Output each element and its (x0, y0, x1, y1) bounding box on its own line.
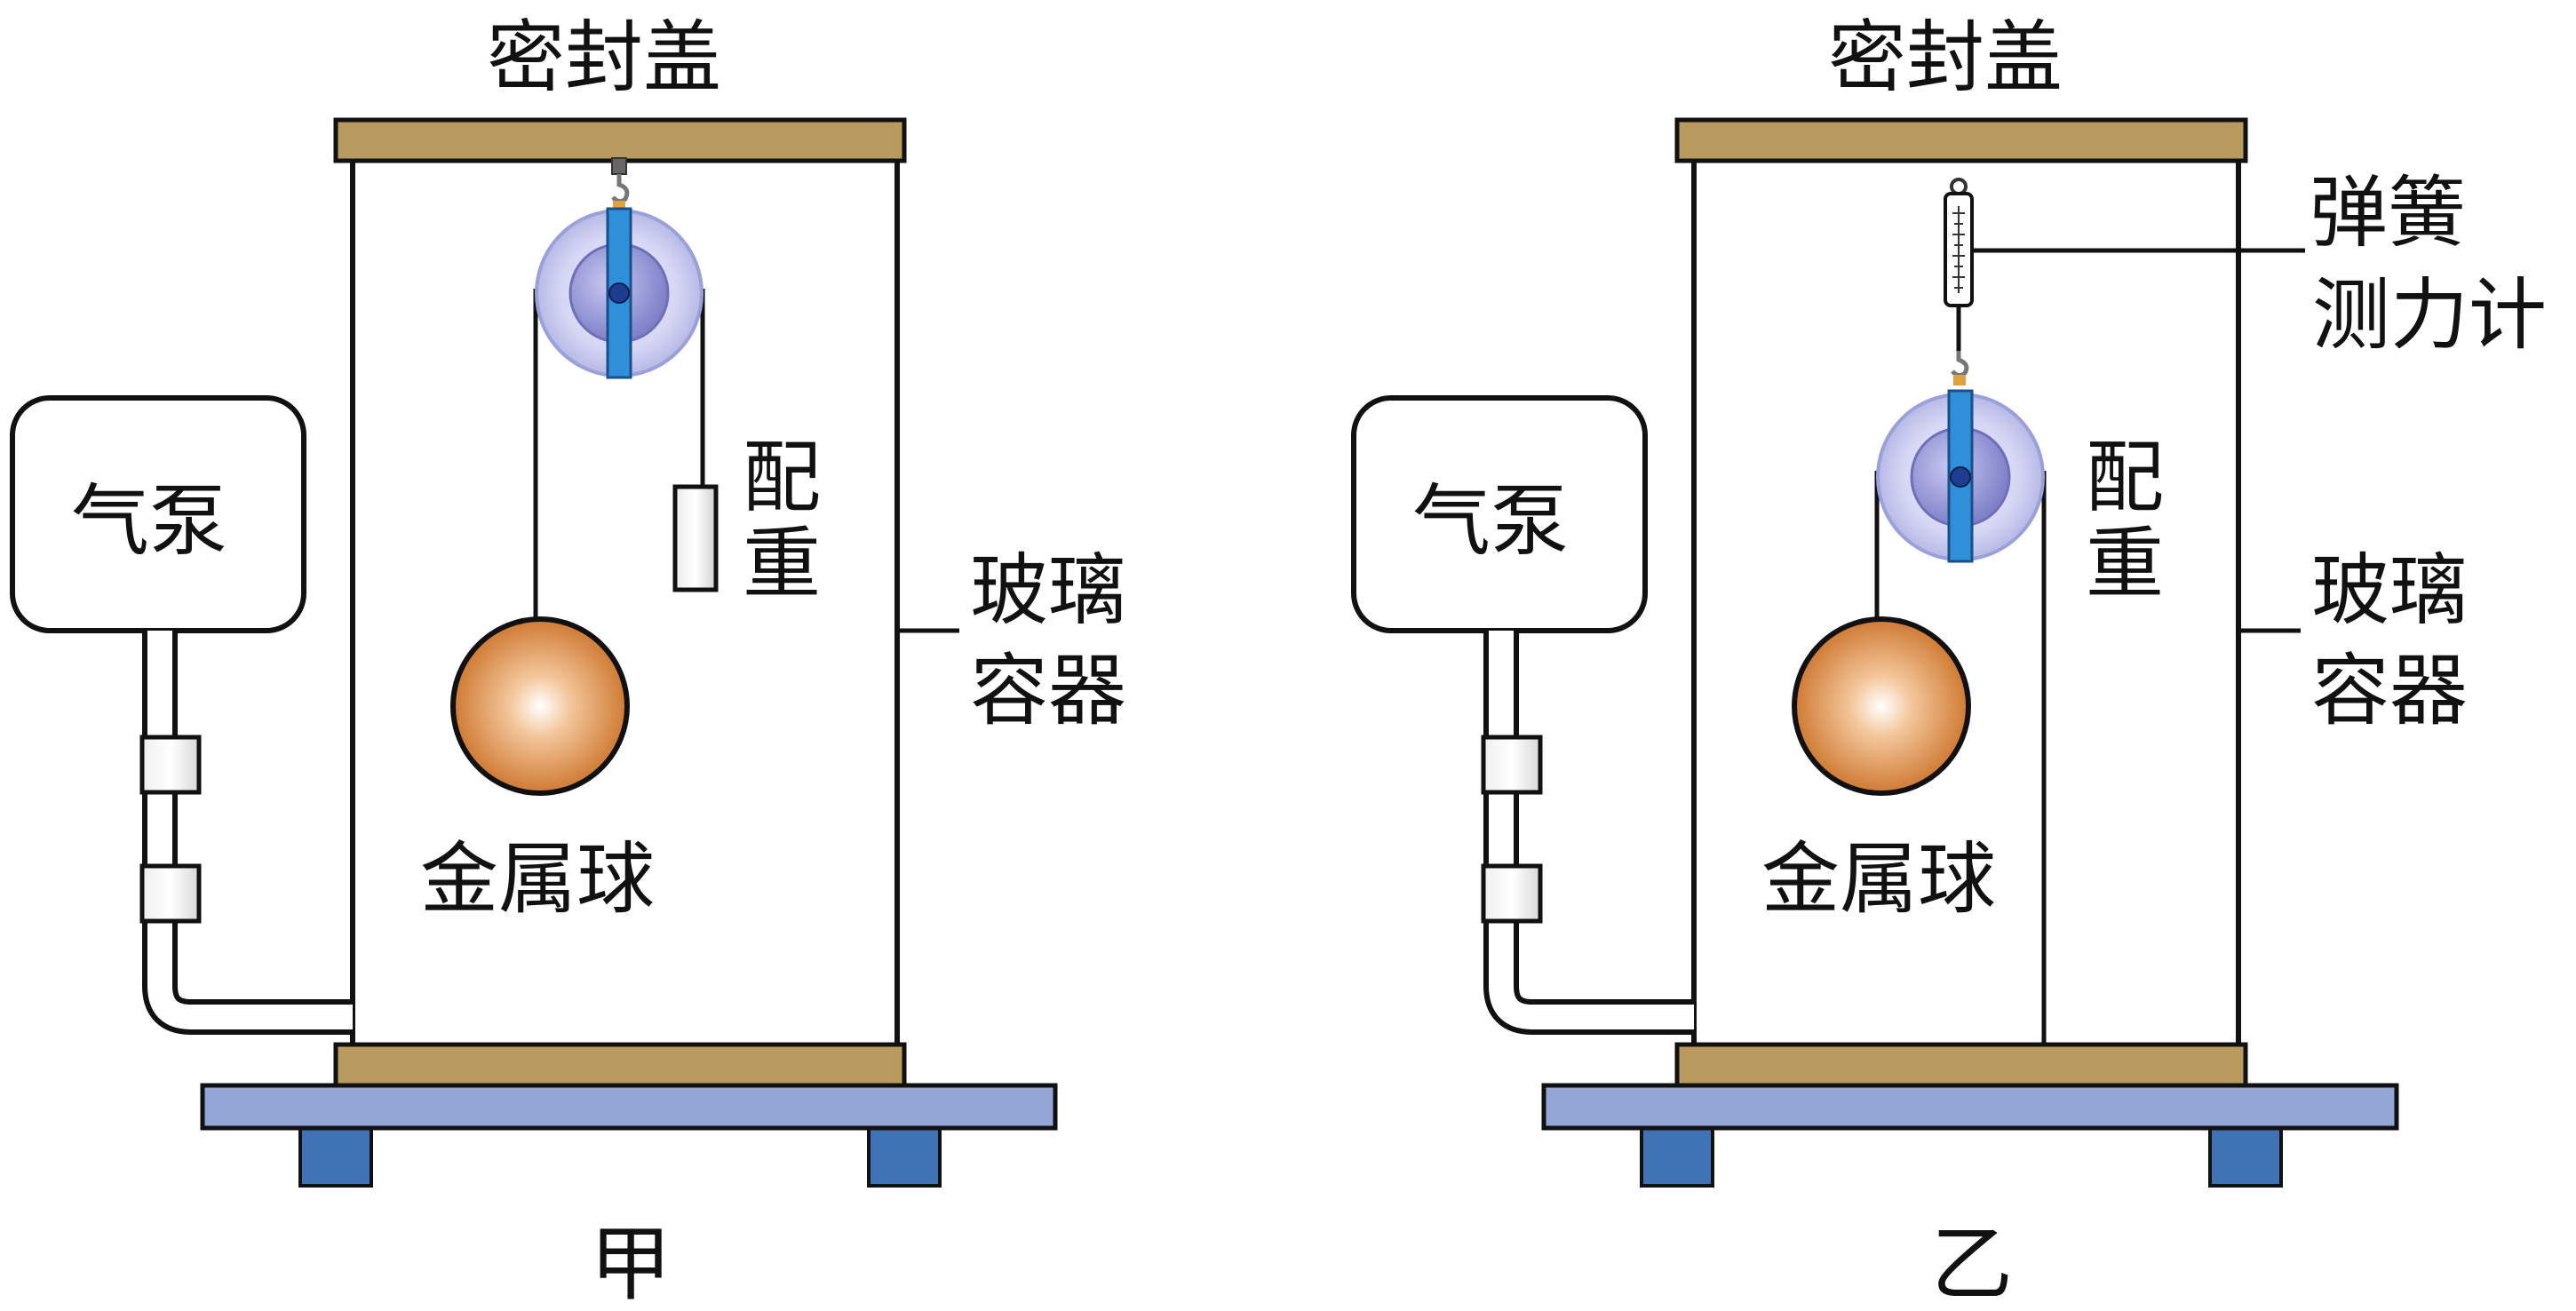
right-foot (1640, 1122, 1714, 1188)
tube-coupler (1481, 863, 1543, 924)
container-label-top: 玻璃 (2311, 544, 2468, 636)
pulley-axle (1950, 466, 1971, 488)
lid-label: 密封盖 (487, 12, 721, 103)
tube-coupler (139, 735, 202, 795)
bottom-lid (333, 1042, 907, 1088)
tube-coupler (139, 863, 202, 924)
lid-label: 密封盖 (1828, 12, 2063, 103)
container-label-top: 玻璃 (970, 544, 1126, 636)
sealing-lid (333, 117, 907, 163)
spring-scale-label-top: 弹簧 (2310, 167, 2466, 258)
hook-icon (611, 174, 630, 204)
ball-label: 金属球 (420, 833, 655, 925)
counterweight-label-bottom: 重 (2086, 518, 2164, 609)
container-label-bottom: 容器 (2311, 645, 2468, 736)
left-foot (867, 1122, 942, 1188)
metal-ball (450, 616, 630, 796)
counterweight-label-bottom: 重 (743, 518, 821, 609)
right-foot (2208, 1122, 2283, 1188)
base-plate (200, 1083, 1058, 1131)
pulley-axle (608, 282, 630, 304)
metal-ball (1792, 616, 1971, 796)
setup-yi: 密封盖 弹簧 测力计 气泵 配 重 金属球 玻璃 容器 乙 (1351, 12, 2547, 1311)
pump-tube-inner (147, 631, 353, 1029)
pump-tube-inner (1489, 631, 1694, 1029)
setup-jia: 密封盖 气泵 配 重 金属球 玻璃 容器 甲 (10, 12, 1126, 1311)
base-plate (1541, 1083, 2399, 1131)
container-label-bottom: 容器 (970, 645, 1126, 736)
pump-label: 气泵 (1412, 475, 1569, 567)
pump-tube (1483, 631, 1694, 1035)
scale-ticks (1952, 206, 1965, 293)
left-foot (298, 1122, 373, 1188)
bottom-lid (1674, 1042, 2248, 1088)
counterweight-label-top: 配 (2086, 432, 2164, 523)
pump-label: 气泵 (71, 475, 227, 567)
hook-mount (611, 157, 627, 175)
bar-cap (1953, 375, 1966, 385)
counterweight-label-top: 配 (743, 432, 821, 523)
tube-coupler (1481, 735, 1543, 795)
sealing-lid (1674, 117, 2248, 163)
pump-tube (142, 631, 353, 1035)
hook-icon (1951, 351, 1969, 378)
scale-ring (1950, 178, 1968, 195)
spring-scale-label-bottom: 测力计 (2312, 269, 2547, 361)
caption-yi: 乙 (1931, 1217, 2013, 1311)
caption-jia: 甲 (590, 1217, 672, 1311)
counterweight (672, 484, 719, 592)
ball-label: 金属球 (1761, 833, 1996, 925)
